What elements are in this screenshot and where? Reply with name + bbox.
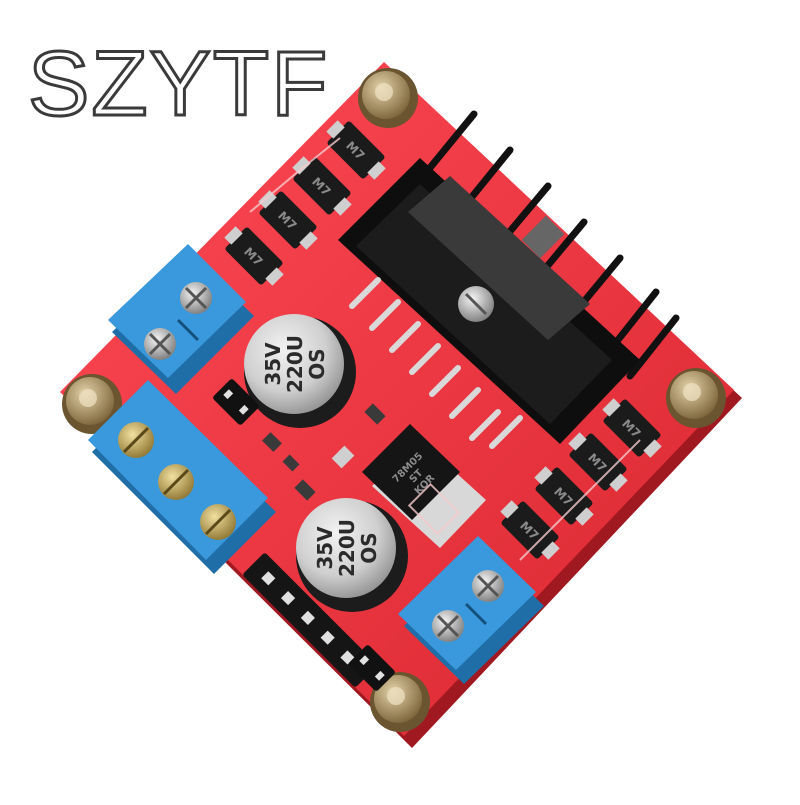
diode-group-top: M7 M7 M7 M7 xyxy=(224,120,386,286)
standoff-top xyxy=(358,68,418,128)
capacitor-2: 35V 220U OS xyxy=(296,498,408,612)
svg-text:OS: OS xyxy=(305,348,329,379)
svg-text:OS: OS xyxy=(357,532,381,563)
terminal-block-motor-b xyxy=(398,536,544,684)
standoff-bottom xyxy=(370,672,430,732)
terminal-block-motor-a xyxy=(108,244,254,394)
voltage-regulator: 78M05 ST KOR xyxy=(331,424,486,548)
terminal-block-power xyxy=(88,380,276,574)
ic-pins xyxy=(349,277,523,449)
pcb-board xyxy=(60,62,734,736)
svg-text:35V: 35V xyxy=(261,342,285,386)
standoff-left xyxy=(62,374,122,434)
diode-group-bottom: M7 M7 M7 M7 xyxy=(500,398,662,560)
brand-watermark: SZYTF xyxy=(26,33,330,135)
standoff-right xyxy=(666,368,726,428)
svg-text:220U: 220U xyxy=(283,335,307,393)
svg-text:35V: 35V xyxy=(313,526,337,570)
jumper-2 xyxy=(349,645,395,691)
svg-text:220U: 220U xyxy=(335,519,359,577)
capacitor-1: 35V 220U OS xyxy=(244,314,356,428)
silkscreen-lines xyxy=(249,137,641,561)
smd-components xyxy=(262,403,386,501)
jumper-1 xyxy=(213,379,259,425)
heatsink xyxy=(338,110,680,444)
